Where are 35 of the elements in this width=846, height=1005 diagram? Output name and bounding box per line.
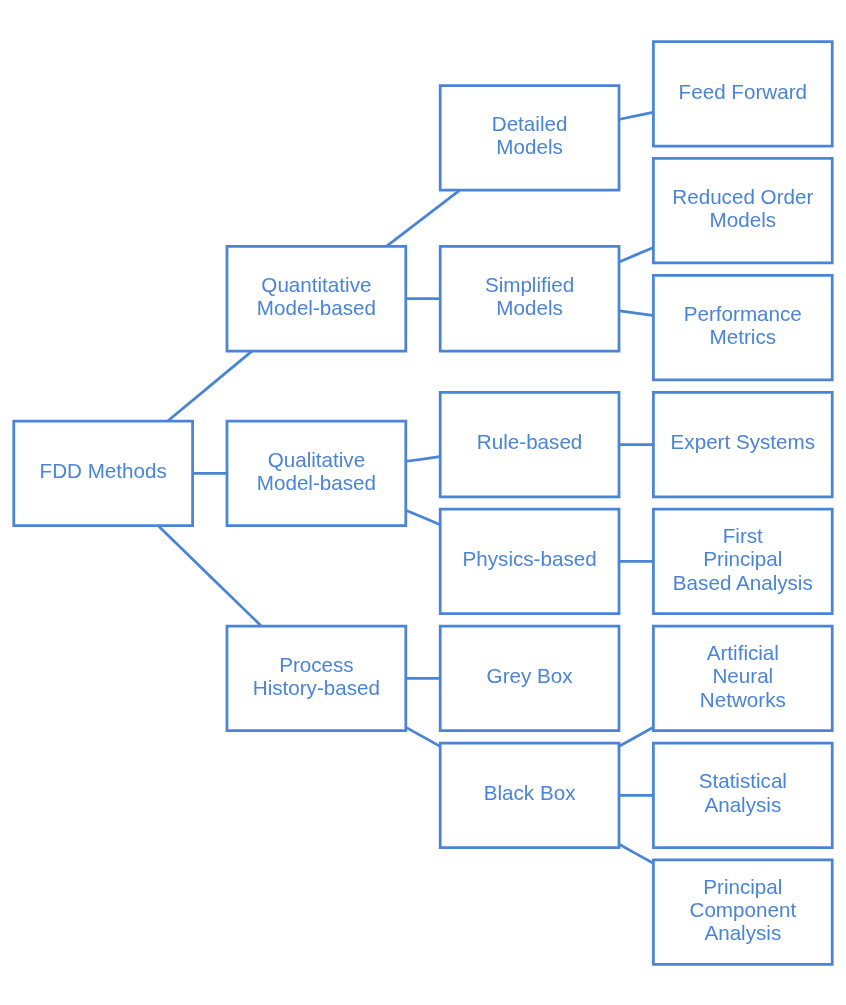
connector xyxy=(619,793,653,797)
connector xyxy=(405,508,441,526)
connector xyxy=(619,559,653,563)
node-box: FDD Methods xyxy=(12,419,194,527)
node-box: Performance Metrics xyxy=(652,273,834,381)
node-box: Principal Component Analysis xyxy=(652,858,834,966)
node-box: Feed Forward xyxy=(652,39,834,147)
node-box: Reduced Order Models xyxy=(652,156,834,264)
connector xyxy=(166,349,253,422)
connector xyxy=(618,725,654,747)
node-box: Grey Box xyxy=(438,624,621,732)
node-box: Qualitative Model-based xyxy=(225,419,408,527)
connector xyxy=(406,296,440,300)
connector xyxy=(406,454,440,463)
node-box: Simplified Models xyxy=(438,244,621,352)
node-box: Black Box xyxy=(438,741,621,849)
connector xyxy=(619,110,654,121)
connector xyxy=(406,676,440,680)
connector xyxy=(619,442,653,446)
node-box: Detailed Models xyxy=(438,83,621,191)
connector xyxy=(385,188,461,247)
connector xyxy=(405,725,441,747)
node-box: Rule-based xyxy=(438,390,621,498)
connector xyxy=(619,309,654,317)
connector xyxy=(157,524,262,627)
node-box: Artificial Neural Networks xyxy=(652,624,834,732)
connector xyxy=(619,245,654,263)
node-box: Quantitative Model-based xyxy=(225,244,408,352)
node-box: Process History-based xyxy=(225,624,408,732)
node-box: Statistical Analysis xyxy=(652,741,834,849)
connector xyxy=(618,842,654,864)
node-box: Physics-based xyxy=(438,507,621,615)
node-box: First Principal Based Analysis xyxy=(652,507,834,615)
node-box: Expert Systems xyxy=(652,390,834,498)
connector xyxy=(193,471,227,475)
